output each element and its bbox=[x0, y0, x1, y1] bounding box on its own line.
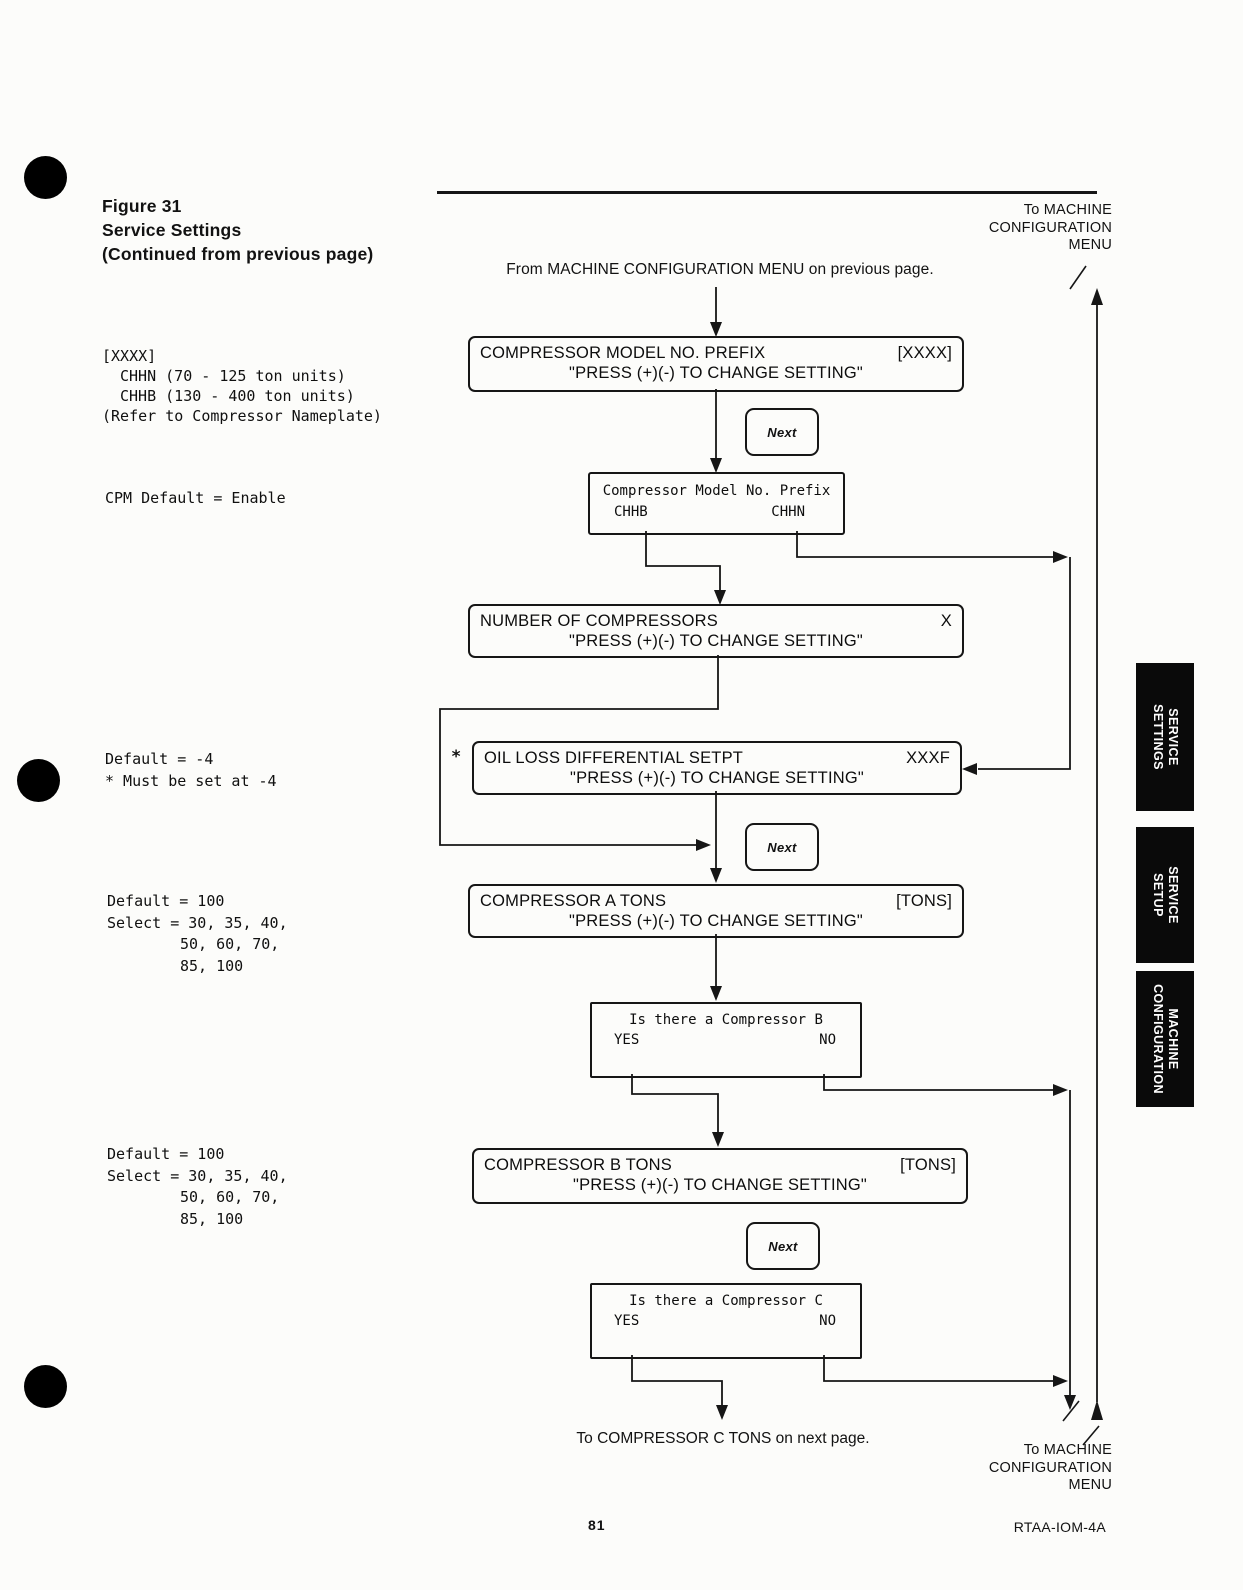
arrowhead-into-compa bbox=[710, 868, 722, 883]
next-button-2: Next bbox=[745, 823, 819, 871]
arrowhead-chhn-rail bbox=[1053, 551, 1068, 563]
arrowhead-cno-rail bbox=[1053, 1375, 1068, 1387]
to-compressor-c-note: To COMPRESSOR C TONS on next page. bbox=[576, 1430, 870, 1447]
arrowhead-bno-rail bbox=[1053, 1084, 1068, 1096]
box-action: "PRESS (+)(-) TO CHANGE SETTING" bbox=[569, 632, 863, 650]
tab-service-settings: SERVICE SETTINGS bbox=[1136, 663, 1194, 811]
note-comp-b-default: Default = 100 Select = 30, 35, 40, 50, 6… bbox=[107, 1145, 288, 1228]
box-action: "PRESS (+)(-) TO CHANGE SETTING" bbox=[569, 364, 863, 382]
arrowhead-into-oilbox bbox=[962, 763, 977, 775]
option-no: NO bbox=[819, 1313, 836, 1329]
option-yes: YES bbox=[614, 1313, 640, 1329]
doc-code: RTAA-IOM-4A bbox=[1013, 1519, 1106, 1535]
option-yes: YES bbox=[614, 1032, 640, 1048]
arrowhead-into-display bbox=[710, 458, 722, 473]
box-action: "PRESS (+)(-) TO CHANGE SETTING" bbox=[570, 769, 864, 787]
display-title: Is there a Compressor B bbox=[629, 1012, 823, 1028]
arrowhead-return-top bbox=[1091, 288, 1103, 305]
top-rule bbox=[437, 191, 1097, 194]
edge-chhb bbox=[645, 531, 721, 598]
box-value: X bbox=[940, 612, 952, 630]
arrowhead-rail-down bbox=[1064, 1395, 1076, 1410]
next-button-3: Next bbox=[746, 1222, 820, 1270]
display-title: Is there a Compressor C bbox=[629, 1293, 823, 1309]
break-slash-top bbox=[1069, 265, 1087, 290]
box-value: [TONS] bbox=[900, 1156, 956, 1174]
punch-hole-dot-top bbox=[24, 156, 67, 199]
box-compressor-model-prefix: COMPRESSOR MODEL NO. PREFIX [XXXX] "PRES… bbox=[468, 336, 964, 392]
display-title: Compressor Model No. Prefix bbox=[602, 483, 831, 499]
tab-service-setup: SERVICE SETUP bbox=[1136, 827, 1194, 963]
box-value: [XXXX] bbox=[897, 344, 952, 362]
box-compressor-b-tons: COMPRESSOR B TONS [TONS] "PRESS (+)(-) T… bbox=[472, 1148, 968, 1204]
option-chhn: CHHN bbox=[771, 504, 805, 520]
arrowhead-into-numbox bbox=[714, 590, 726, 605]
box-compressor-a-tons: COMPRESSOR A TONS [TONS] "PRESS (+)(-) T… bbox=[468, 884, 964, 938]
figure-title: Figure 31 Service Settings (Continued fr… bbox=[102, 194, 373, 266]
figure-continuation: (Continued from previous page) bbox=[102, 244, 374, 264]
box-title: COMPRESSOR B TONS bbox=[484, 1156, 672, 1174]
arrowhead-return-bottom bbox=[1091, 1400, 1103, 1420]
punch-hole-dot-bottom bbox=[24, 1365, 67, 1408]
display-is-there-compressor-c: Is there a Compressor C YES NO bbox=[590, 1283, 862, 1359]
note-oil-default: Default = -4 * Must be set at -4 bbox=[105, 750, 277, 790]
option-chhb: CHHB bbox=[614, 504, 648, 520]
next-button-1: Next bbox=[745, 408, 819, 456]
arrowhead-numloop bbox=[696, 839, 711, 851]
box-value: [TONS] bbox=[896, 892, 952, 910]
box-title: COMPRESSOR MODEL NO. PREFIX bbox=[480, 344, 766, 362]
edge-rail-to-oil bbox=[978, 557, 1071, 770]
to-machine-configuration-menu-bottom: To MACHINE CONFIGURATION MENU bbox=[988, 1442, 1112, 1493]
oil-box-asterisk: * bbox=[451, 747, 462, 767]
from-machine-note: From MACHINE CONFIGURATION MENU on previ… bbox=[506, 261, 934, 278]
arrowhead-to-compc-tons bbox=[716, 1405, 728, 1420]
arrowhead-into-compb bbox=[712, 1132, 724, 1147]
figure-name: Service Settings bbox=[102, 220, 242, 240]
box-title: NUMBER OF COMPRESSORS bbox=[480, 612, 718, 630]
arrowhead-into-qb bbox=[710, 986, 722, 1001]
box-oil-loss-differential: OIL LOSS DIFFERENTIAL SETPT XXXF "PRESS … bbox=[472, 741, 962, 795]
break-slash-bottom-1 bbox=[1062, 1400, 1080, 1422]
box-number-of-compressors: NUMBER OF COMPRESSORS X "PRESS (+)(-) TO… bbox=[468, 604, 964, 658]
box-action: "PRESS (+)(-) TO CHANGE SETTING" bbox=[569, 912, 863, 930]
note-cpm-default: CPM Default = Enable bbox=[105, 489, 286, 507]
edge-c-yes bbox=[631, 1355, 723, 1413]
to-machine-configuration-menu-top: To MACHINE CONFIGURATION MENU bbox=[988, 202, 1112, 253]
figure-number: Figure 31 bbox=[102, 196, 182, 216]
punch-hole-dot-middle bbox=[17, 759, 60, 802]
box-title: COMPRESSOR A TONS bbox=[480, 892, 667, 910]
tab-machine-configuration: MACHINE CONFIGURATION bbox=[1136, 971, 1194, 1107]
box-title: OIL LOSS DIFFERENTIAL SETPT bbox=[484, 749, 744, 767]
box-value: XXXF bbox=[906, 749, 950, 767]
edge-b-yes bbox=[631, 1074, 719, 1140]
arrowhead-into-box1 bbox=[710, 322, 722, 337]
note-model-prefix-key: [XXXX] CHHN (70 - 125 ton units) CHHB (1… bbox=[102, 347, 382, 425]
box-action: "PRESS (+)(-) TO CHANGE SETTING" bbox=[573, 1176, 867, 1194]
display-model-prefix-choice: Compressor Model No. Prefix CHHB CHHN bbox=[588, 472, 845, 535]
option-no: NO bbox=[819, 1032, 836, 1048]
display-is-there-compressor-b: Is there a Compressor B YES NO bbox=[590, 1002, 862, 1078]
note-comp-a-default: Default = 100 Select = 30, 35, 40, 50, 6… bbox=[107, 892, 288, 975]
page-number: 81 bbox=[588, 1517, 606, 1533]
